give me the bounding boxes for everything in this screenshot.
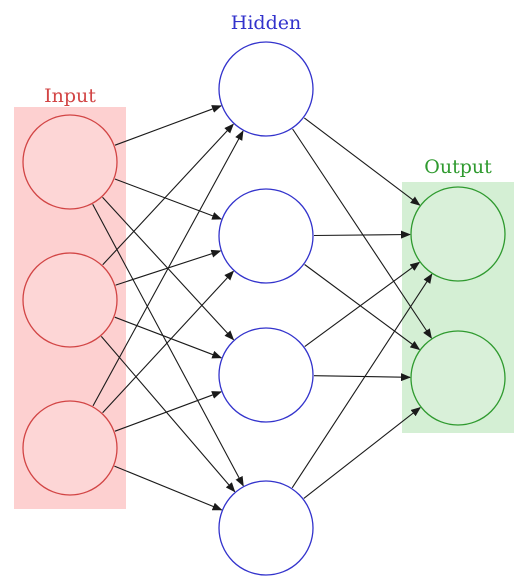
edge-hidden-3-to-output-1 xyxy=(304,261,421,348)
hidden-node-3 xyxy=(218,327,314,423)
edge-input-3-to-hidden-3 xyxy=(114,391,222,432)
input-layer-label: Input xyxy=(44,85,96,107)
edge-input-1-to-hidden-4 xyxy=(92,204,244,487)
output-node-2 xyxy=(410,330,506,426)
input-node-1 xyxy=(22,114,118,210)
edge-input-1-to-hidden-1 xyxy=(114,105,222,146)
hidden-layer-label: Hidden xyxy=(231,12,301,34)
edge-hidden-4-to-output-2 xyxy=(303,406,421,499)
edge-hidden-4-to-output-1 xyxy=(291,273,433,489)
edge-hidden-1-to-output-1 xyxy=(303,117,421,206)
output-layer-label: Output xyxy=(424,156,492,178)
input-node-3 xyxy=(22,400,118,496)
edge-input-3-to-hidden-4 xyxy=(114,465,223,511)
edge-hidden-1-to-output-2 xyxy=(292,128,432,339)
edge-hidden-3-to-output-2 xyxy=(313,373,411,382)
output-node-1 xyxy=(410,186,506,282)
edge-input-1-to-hidden-2 xyxy=(114,178,223,220)
edge-input-3-to-hidden-2 xyxy=(102,270,235,414)
nodes-group xyxy=(22,41,506,576)
hidden-node-2 xyxy=(218,188,314,284)
input-node-2 xyxy=(22,252,118,348)
edge-hidden-2-to-output-1 xyxy=(313,230,411,239)
edge-hidden-2-to-output-2 xyxy=(304,264,421,351)
hidden-node-1 xyxy=(218,41,314,137)
edge-input-2-to-hidden-4 xyxy=(100,336,236,493)
hidden-node-4 xyxy=(218,480,314,576)
connections-group xyxy=(92,105,433,511)
edge-input-3-to-hidden-1 xyxy=(92,130,244,407)
edge-input-2-to-hidden-3 xyxy=(114,316,223,359)
edge-input-2-to-hidden-1 xyxy=(102,123,234,266)
